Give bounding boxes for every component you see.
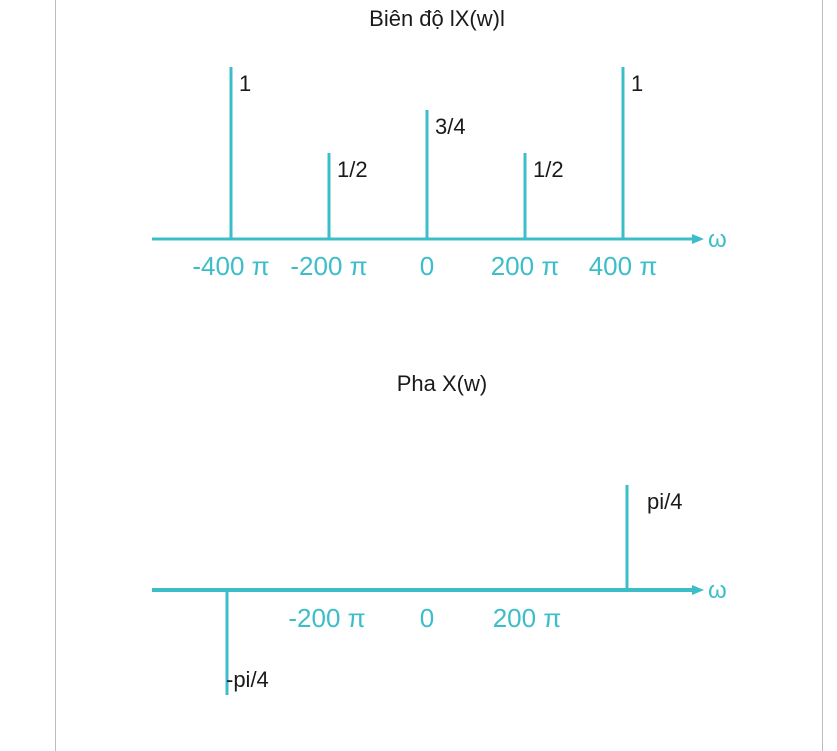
magnitude-tick-label: -400 π (192, 251, 269, 281)
magnitude-tick-label: 400 π (589, 251, 658, 281)
phase-value-label: pi/4 (647, 489, 682, 514)
magnitude-value-label: 1 (631, 71, 643, 96)
magnitude-tick-label: 200 π (491, 251, 560, 281)
phase-tick-label: 200 π (493, 603, 562, 633)
phase-tick-label: 0 (420, 603, 434, 633)
phase-tick-label: -200 π (288, 603, 365, 633)
magnitude-tick-label: -200 π (290, 251, 367, 281)
magnitude-value-label: 1 (239, 71, 251, 96)
magnitude-tick-label: 0 (420, 251, 434, 281)
magnitude-chart-title: Biên độ lX(w)l (369, 6, 505, 31)
magnitude-value-label: 3/4 (435, 114, 466, 139)
frame-left-border (55, 0, 56, 751)
magnitude-value-label: 1/2 (533, 157, 564, 182)
phase-x-axis-label: ω (708, 577, 727, 604)
phase-x-axis-arrow (692, 585, 704, 595)
magnitude-value-label: 1/2 (337, 157, 368, 182)
frame-right-border (822, 0, 823, 751)
phase-chart-title: Pha X(w) (397, 371, 487, 396)
phase-value-label: -pi/4 (226, 667, 269, 692)
magnitude-x-axis-label: ω (708, 226, 727, 253)
magnitude-x-axis-arrow (692, 234, 704, 244)
